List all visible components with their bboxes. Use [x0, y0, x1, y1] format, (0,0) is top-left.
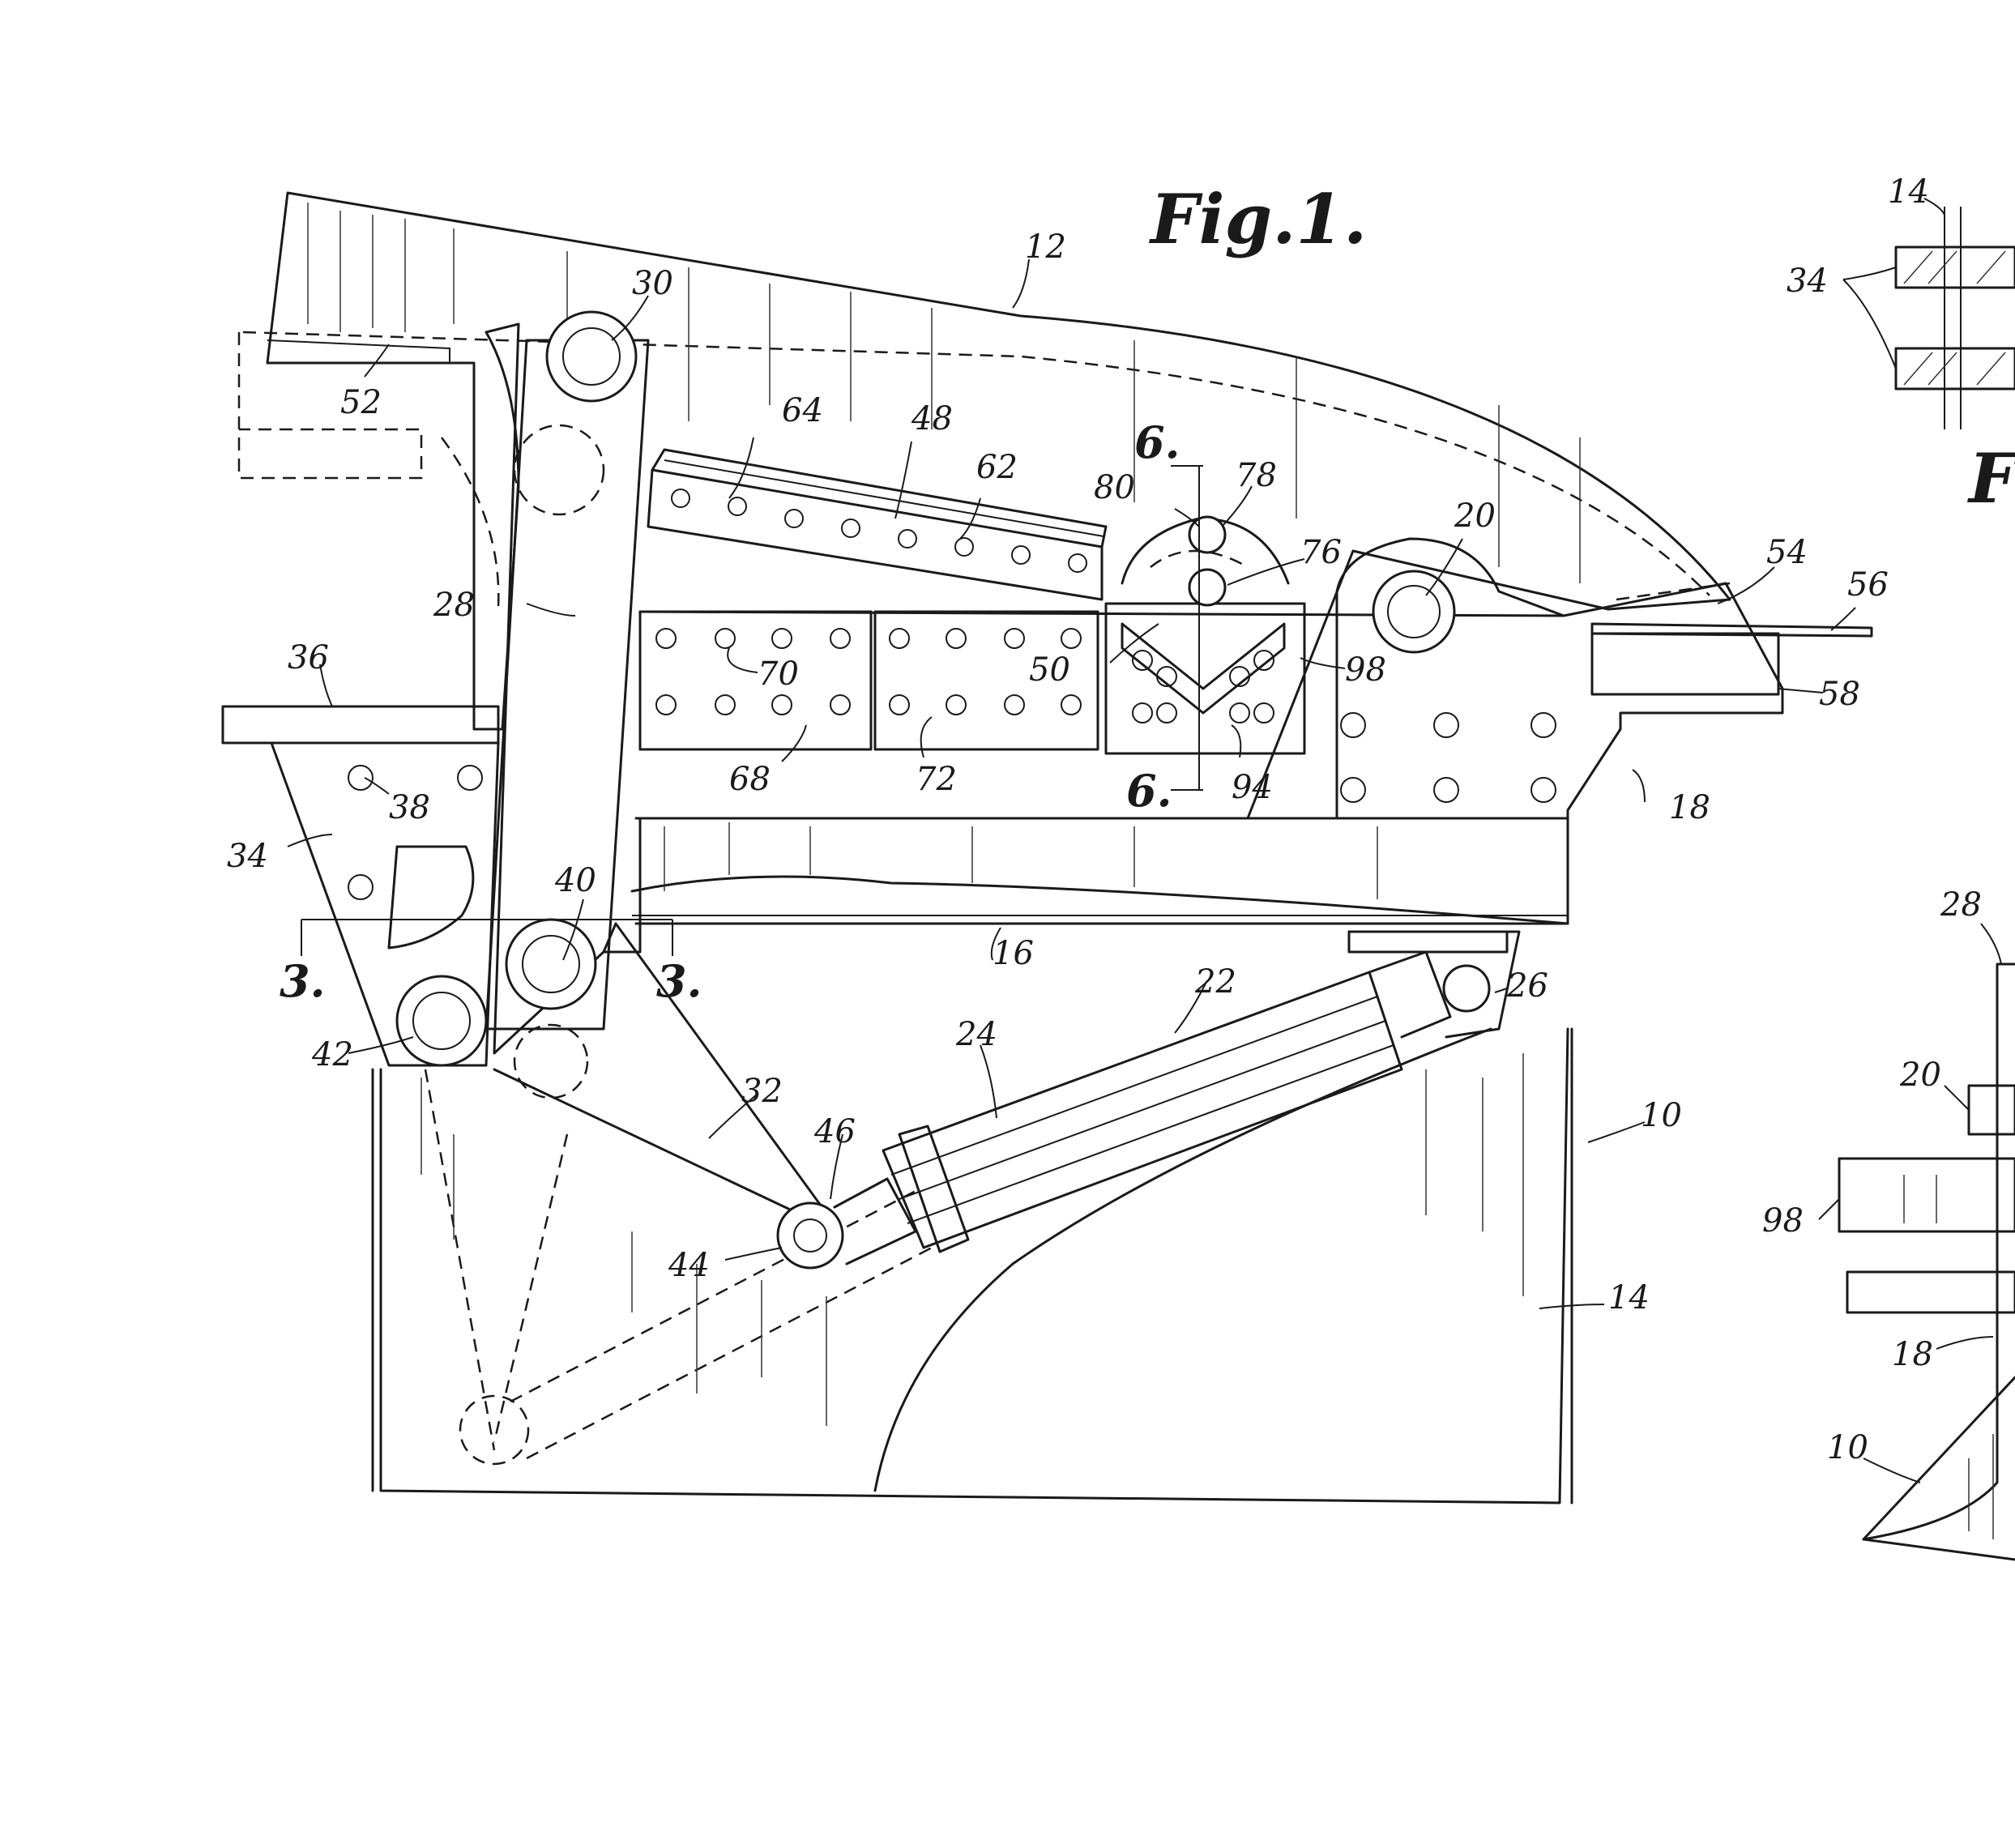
label-40: 40: [554, 862, 596, 899]
link-28: [485, 310, 650, 1099]
label-28: 28: [433, 587, 475, 624]
section-label-6-bottom: 6.: [1126, 765, 1172, 817]
right-blade-assembly: [1590, 582, 1873, 696]
section-label-3-right: 3.: [656, 955, 702, 1007]
left-bracket: [221, 705, 500, 1067]
label-22: 22: [1194, 963, 1236, 1001]
label-12: 12: [1025, 228, 1066, 266]
die-bolts-lower: [655, 694, 1082, 715]
leader-lines: [287, 258, 1856, 1309]
label-50: 50: [1029, 651, 1070, 689]
label-80: 80: [1094, 469, 1135, 506]
lower-frame: [630, 582, 1784, 925]
section-label-3-left: 3.: [280, 955, 325, 1007]
upper-blade-48: [647, 448, 1108, 601]
die-bolts-upper: [655, 628, 1082, 649]
label-18: 18: [1669, 789, 1710, 826]
label-34: 34: [227, 838, 268, 875]
v-die-assembly: [1104, 515, 1306, 755]
partial-figure-title: F: [1967, 438, 2015, 519]
side-label-10: 10: [1827, 1429, 1868, 1466]
side-label-34: 34: [1787, 262, 1828, 300]
label-94: 94: [1232, 769, 1273, 806]
label-10: 10: [1641, 1097, 1682, 1134]
blade-bolts: [671, 489, 1087, 573]
label-46: 46: [813, 1113, 856, 1150]
side-label-28: 28: [1940, 886, 1982, 924]
label-76: 76: [1300, 534, 1342, 571]
label-26: 26: [1506, 967, 1548, 1005]
section-arrows: [301, 465, 1203, 956]
section-label-6-top: 6.: [1134, 416, 1180, 468]
label-72: 72: [916, 761, 957, 798]
label-36: 36: [288, 639, 329, 676]
base-housing: [371, 1027, 1573, 1504]
reference-numerals: 12 30 52 64 48 62 80 78 76 20 54 56 58 1…: [227, 228, 1889, 1317]
label-20: 20: [1454, 497, 1496, 535]
side-label-18: 18: [1892, 1336, 1933, 1373]
label-16: 16: [993, 935, 1034, 972]
label-98: 98: [1345, 651, 1386, 689]
side-label-20: 20: [1899, 1056, 1941, 1094]
label-32: 32: [741, 1073, 783, 1110]
pivot-plate: [1335, 537, 1565, 820]
figure-title: Fig.1.: [1149, 179, 1367, 259]
label-24: 24: [955, 1016, 997, 1053]
label-38: 38: [389, 789, 430, 826]
label-56: 56: [1847, 566, 1889, 604]
side-view-numerals: 14 34 28 20 98 18 10: [1762, 173, 2002, 1483]
pivot-plate-bolts: [1340, 712, 1556, 803]
label-64: 64: [782, 392, 823, 429]
label-62: 62: [976, 449, 1018, 486]
label-14: 14: [1608, 1279, 1650, 1317]
label-48: 48: [911, 400, 953, 437]
hydraulic-cylinder: [833, 930, 1521, 1265]
label-30: 30: [632, 265, 673, 302]
lever-32: [493, 922, 844, 1270]
label-68: 68: [729, 761, 771, 798]
side-label-14: 14: [1888, 173, 1929, 211]
side-label-98: 98: [1762, 1202, 1804, 1240]
label-52: 52: [340, 384, 382, 421]
label-44: 44: [668, 1247, 710, 1284]
label-54: 54: [1766, 534, 1808, 571]
label-70: 70: [758, 655, 799, 693]
lower-die-blocks: [638, 610, 1099, 751]
label-42: 42: [311, 1036, 353, 1073]
label-78: 78: [1236, 457, 1277, 494]
label-58: 58: [1819, 676, 1860, 713]
